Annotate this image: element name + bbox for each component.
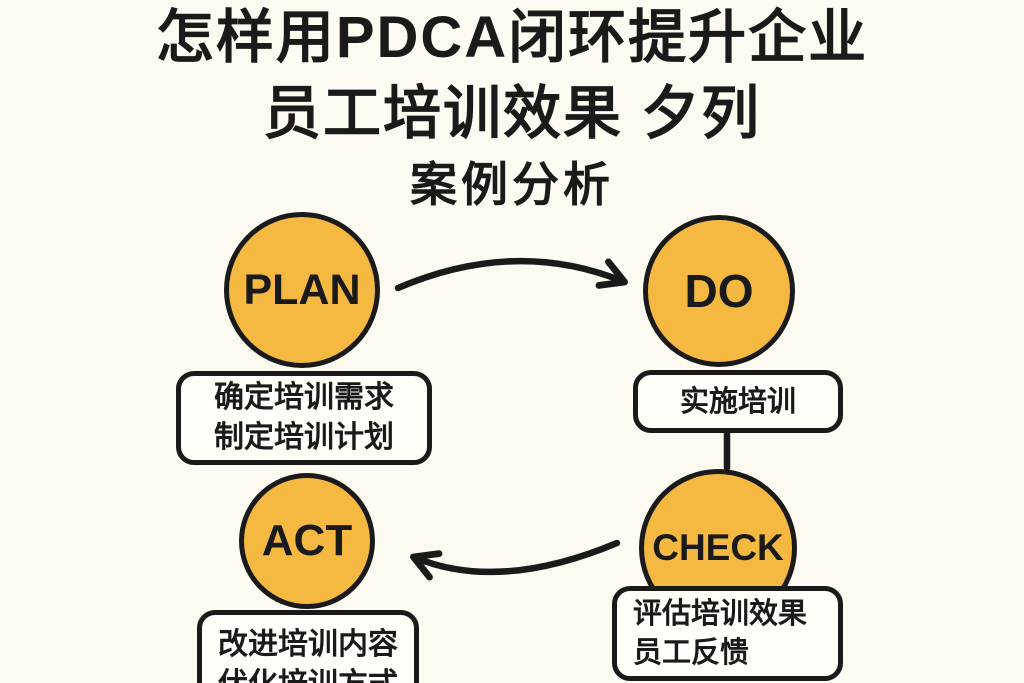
act-node-circle: ACT <box>239 473 375 609</box>
check-description-line-1: 评估培训效果 <box>633 597 808 630</box>
do-description-box: 实施培训 <box>633 370 843 433</box>
act-description-line-2: 伏化培训方式 <box>218 665 398 683</box>
do-description-line-1: 实施培训 <box>679 385 796 418</box>
plan-description-line-1: 确定培训需求 <box>214 381 394 414</box>
act-description-line-1: 改进培训内容 <box>218 628 398 661</box>
act-description-box: 改进培训内容 伏化培训方式 <box>197 610 419 683</box>
plan-description-line-2: 制定培训计划 <box>214 421 394 454</box>
title-line-1: 怎样用PDCA闭环提升企业 <box>155 5 869 70</box>
title-subtitle: 案例分析 <box>410 158 614 211</box>
check-description-line-2: 员工反愦 <box>633 636 750 669</box>
do-node-circle: DO <box>643 215 795 367</box>
check-node-label: CHECK <box>652 527 784 568</box>
plan-node-circle: PLAN <box>224 212 380 368</box>
do-node-label: DO <box>684 265 754 317</box>
check-description-box: 评估培训效果 员工反愦 <box>612 586 843 681</box>
arrow-plan-to-do <box>394 257 628 292</box>
plan-node-label: PLAN <box>243 265 361 314</box>
act-node-label: ACT <box>261 516 353 565</box>
arrow-check-to-act <box>410 539 621 581</box>
page-title: 怎样用PDCA闭环提升企业 员工培训效果 夕列 案例分析 <box>0 0 1024 216</box>
plan-description-box: 确定培训需求 制定培训计划 <box>176 371 432 465</box>
title-line-2: 员工培训效果 夕列 <box>262 81 762 146</box>
